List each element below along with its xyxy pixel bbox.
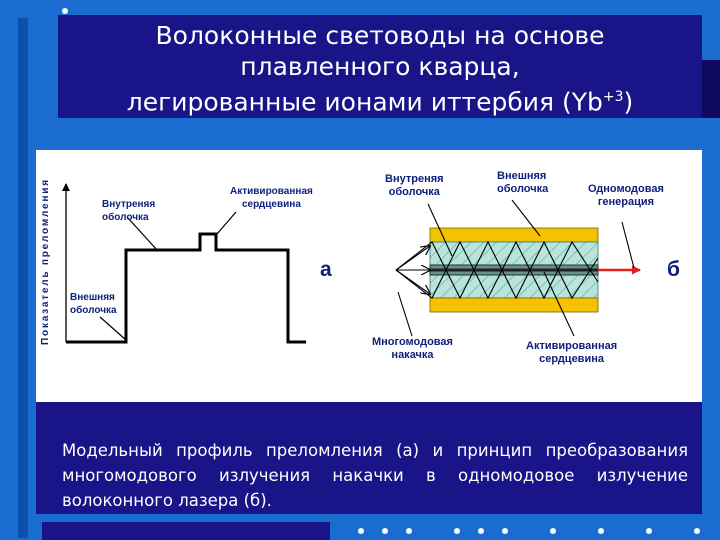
pump-arrow-3 bbox=[395, 269, 430, 294]
core-label-a-line1: Активированная bbox=[230, 186, 313, 197]
decor-dot bbox=[358, 528, 364, 534]
core-leader-a bbox=[216, 211, 237, 235]
single-mode-label-line2: генерация bbox=[597, 196, 655, 208]
outer-cladding-label-b-line2: оболочка bbox=[497, 183, 549, 195]
title-line-1: Волоконные световоды на основе bbox=[155, 21, 605, 50]
title-line-3-main: легированные ионами иттербия (Yb bbox=[126, 87, 603, 117]
multimode-pump-label: Многомодовая накачка bbox=[372, 336, 453, 362]
inner-cladding-label-b-line1: Внутреняя bbox=[385, 173, 444, 185]
core-label-a: Активированная сердцевина bbox=[230, 185, 313, 211]
inner-cladding-leader-b bbox=[427, 203, 453, 257]
core-label-b: Активированная сердцевина bbox=[526, 340, 617, 366]
inner-cladding-leader bbox=[127, 217, 158, 251]
left-decor-bar bbox=[18, 18, 28, 538]
decor-dot bbox=[454, 528, 460, 534]
slide-title: Волоконные световоды на основе плавленно… bbox=[58, 20, 702, 117]
title-band bbox=[58, 15, 702, 118]
title-superscript: +3 bbox=[602, 89, 624, 105]
single-mode-label-line1: Одномодовая bbox=[588, 183, 664, 195]
pump-arrow-1 bbox=[395, 246, 430, 271]
multimode-pump-label-line1: Многомодовая bbox=[372, 336, 453, 348]
core-label-b-line1: Активированная bbox=[526, 340, 618, 352]
bottom-decor-bar bbox=[42, 522, 330, 540]
title-band-shadow bbox=[702, 60, 720, 118]
inner-cladding-label-b-line2: оболочка bbox=[388, 186, 440, 198]
fiber-diagram bbox=[395, 199, 641, 337]
decor-dot bbox=[62, 8, 68, 14]
single-mode-label: Одномодовая генерация bbox=[588, 183, 664, 209]
decor-dot bbox=[406, 528, 412, 534]
core-label-a-line2: сердцевина bbox=[241, 199, 301, 210]
core-label-b-line2: сердцевина bbox=[539, 353, 604, 365]
outer-cladding-label-b: Внешняя оболочка bbox=[497, 170, 548, 196]
inner-cladding-label-a-line1: Внутреняя bbox=[102, 199, 156, 210]
title-line-3: легированные ионами иттербия (Yb+3) bbox=[58, 82, 702, 117]
title-line-2: плавленного кварца, bbox=[240, 52, 520, 81]
outer-cladding-leader bbox=[99, 316, 127, 341]
title-line-3-end: ) bbox=[623, 87, 634, 117]
figure-caption: Модельный профиль преломления (а) и прин… bbox=[62, 441, 688, 510]
outer-cladding-label-a-line1: Внешняя bbox=[70, 292, 115, 303]
outer-cladding-leader-b bbox=[511, 199, 541, 237]
decor-dot bbox=[694, 528, 700, 534]
figure-letter-b: б bbox=[667, 258, 680, 281]
outer-cladding-bottom bbox=[429, 297, 599, 313]
inner-cladding-label-a: Внутреняя оболочка bbox=[102, 198, 155, 224]
decor-dot bbox=[382, 528, 388, 534]
outer-cladding-label-a-line2: оболочка bbox=[70, 305, 117, 316]
inner-cladding-label-a-line2: оболочка bbox=[102, 212, 149, 223]
figure-letter-a: а bbox=[320, 258, 332, 281]
decor-dot bbox=[502, 528, 508, 534]
multimode-pump-label-line2: накачка bbox=[391, 349, 434, 361]
decor-dot bbox=[550, 528, 556, 534]
decor-dot bbox=[478, 528, 484, 534]
refractive-index-axis-label: Показатель преломления bbox=[40, 178, 51, 345]
decor-dot bbox=[598, 528, 604, 534]
core-leader-b bbox=[543, 271, 575, 337]
decor-dots bbox=[0, 528, 720, 536]
outer-cladding-top bbox=[429, 227, 599, 243]
decor-dot bbox=[646, 528, 652, 534]
inner-cladding-label-b: Внутреняя оболочка bbox=[385, 173, 444, 199]
caption-band bbox=[36, 402, 702, 514]
index-profile-diagram bbox=[62, 183, 306, 344]
outer-cladding-label-b-line1: Внешняя bbox=[497, 170, 547, 182]
index-profile-line bbox=[66, 232, 306, 344]
pump-ray-2 bbox=[395, 240, 599, 300]
single-mode-leader bbox=[621, 221, 635, 269]
outer-cladding-label-a: Внешняя оболочка bbox=[70, 291, 117, 317]
pump-leader bbox=[397, 291, 413, 337]
